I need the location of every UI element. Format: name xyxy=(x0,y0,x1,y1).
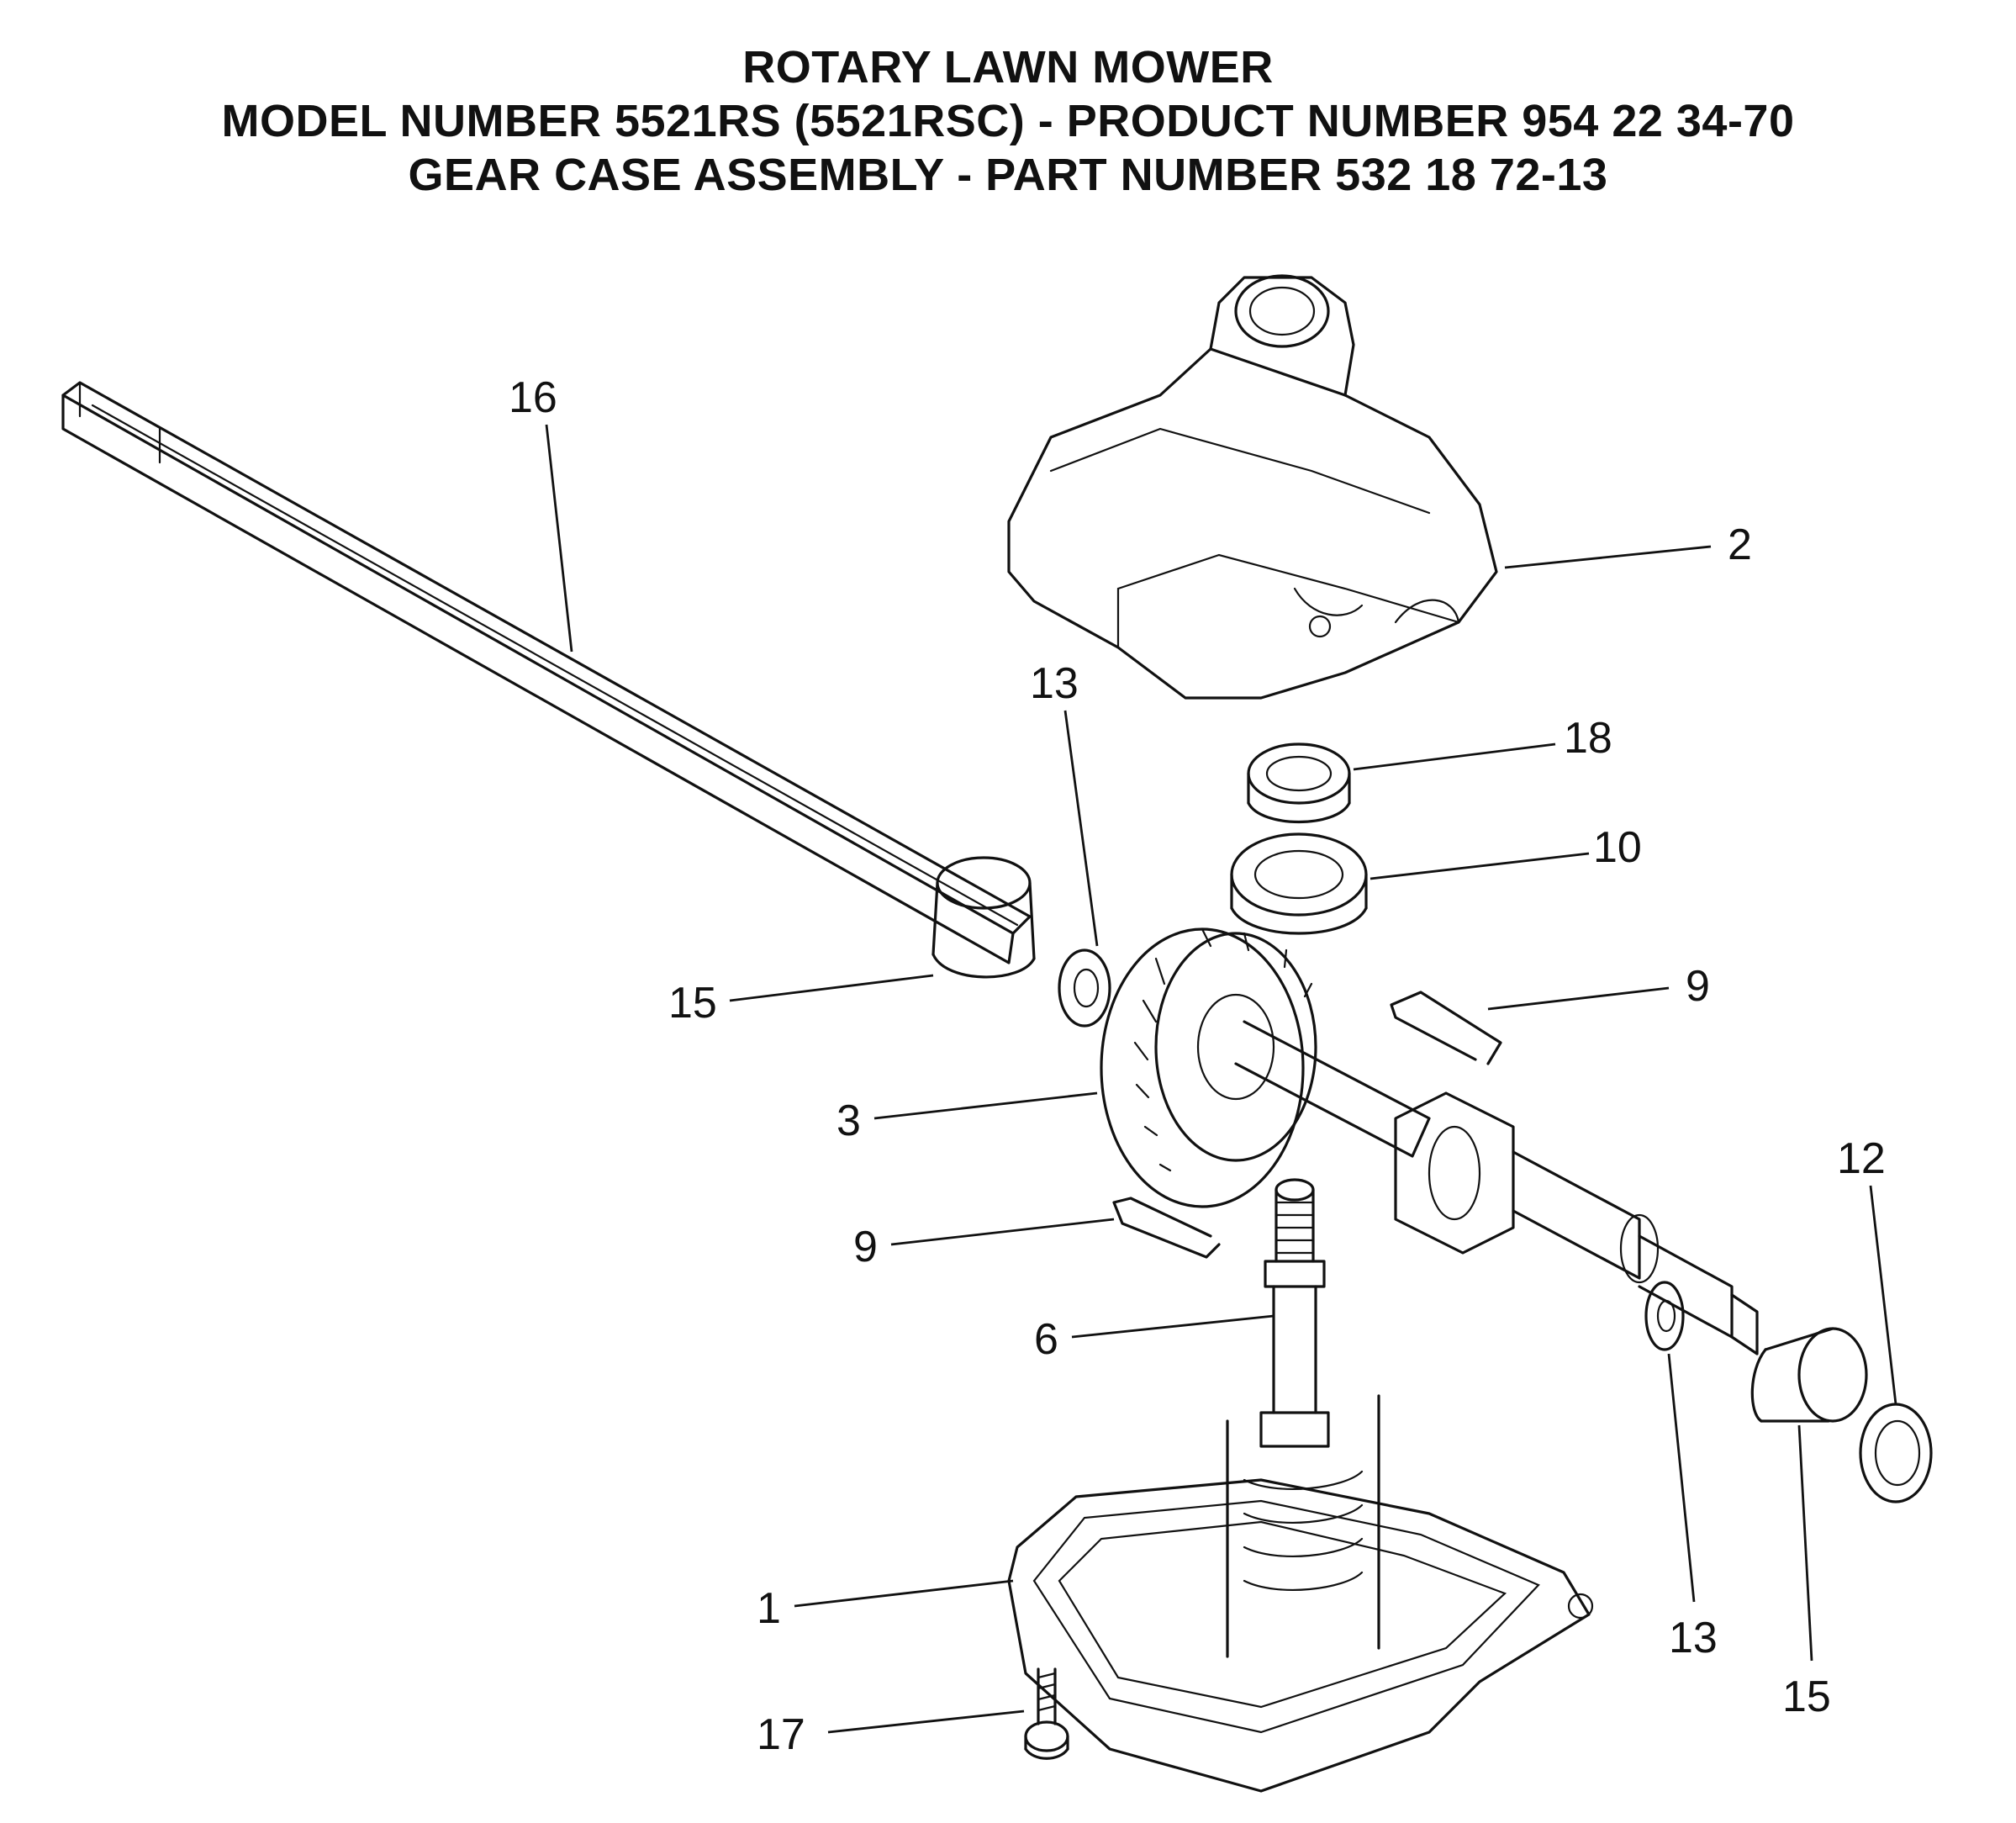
callout-10: 10 xyxy=(1593,823,1642,872)
callout-15-upper: 15 xyxy=(668,979,717,1028)
sleeve-part-15-upper xyxy=(931,856,1036,979)
screw-part-17 xyxy=(1024,1667,1069,1760)
title-line-2: MODEL NUMBER 5521RS (5521RSC) - PRODUCT … xyxy=(221,96,1795,146)
leader-15-lower xyxy=(1797,1424,1813,1662)
bearing-part-10 xyxy=(1230,832,1368,935)
leader-2 xyxy=(1504,545,1712,569)
shaft-assembly-right xyxy=(1234,1020,1759,1355)
worm-shaft-part-6 xyxy=(1259,1178,1330,1448)
callout-9-lower: 9 xyxy=(853,1223,878,1271)
leader-6 xyxy=(1071,1314,1275,1339)
bearing-part-18 xyxy=(1247,742,1351,823)
title-line-3: GEAR CASE ASSEMBLY - PART NUMBER 532 18 … xyxy=(408,150,1608,200)
drive-shaft-part-16 xyxy=(61,381,1032,964)
leader-13-upper xyxy=(1063,710,1099,947)
leader-12 xyxy=(1869,1185,1897,1405)
callout-3: 3 xyxy=(836,1096,861,1145)
leader-16 xyxy=(545,424,573,653)
callout-13-upper: 13 xyxy=(1030,659,1079,708)
callout-12: 12 xyxy=(1837,1134,1886,1183)
leader-1 xyxy=(794,1579,1014,1608)
key-pin-part-9-lower xyxy=(1112,1197,1221,1259)
callout-17: 17 xyxy=(757,1710,805,1759)
callout-15-lower: 15 xyxy=(1782,1672,1831,1721)
washer-part-13-upper xyxy=(1058,948,1111,1028)
seal-part-12 xyxy=(1859,1403,1933,1503)
leader-9-lower xyxy=(890,1218,1115,1246)
leader-18 xyxy=(1353,742,1556,771)
callout-2: 2 xyxy=(1728,520,1752,569)
gear-part-3 xyxy=(1100,927,1317,1208)
callout-18: 18 xyxy=(1564,714,1612,763)
leader-3 xyxy=(873,1091,1098,1120)
leader-10 xyxy=(1370,852,1590,880)
leader-9-upper xyxy=(1487,986,1670,1011)
callout-1: 1 xyxy=(757,1584,781,1633)
key-pin-part-9-upper xyxy=(1390,991,1502,1065)
leader-15-upper xyxy=(729,974,934,1002)
gear-case-housing-part-1 xyxy=(1007,1394,1594,1793)
callout-6: 6 xyxy=(1034,1315,1058,1364)
gear-case-cover-part-2 xyxy=(1007,274,1498,700)
leader-17 xyxy=(827,1709,1025,1734)
leader-lines xyxy=(545,424,1897,1734)
title-line-1: ROTARY LAWN MOWER xyxy=(742,42,1274,92)
title-block: ROTARY LAWN MOWER MODEL NUMBER 5521RS (5… xyxy=(0,40,2016,202)
callout-labels: 16 2 13 18 10 9 15 3 12 9 6 1 13 15 17 xyxy=(509,373,1886,1759)
washer-part-13-lower xyxy=(1644,1281,1685,1351)
callout-9-upper: 9 xyxy=(1686,962,1710,1011)
callout-16: 16 xyxy=(509,373,557,422)
sleeve-part-15-lower xyxy=(1750,1327,1868,1423)
callout-13-lower: 13 xyxy=(1669,1614,1718,1662)
leader-13-lower xyxy=(1667,1353,1696,1603)
